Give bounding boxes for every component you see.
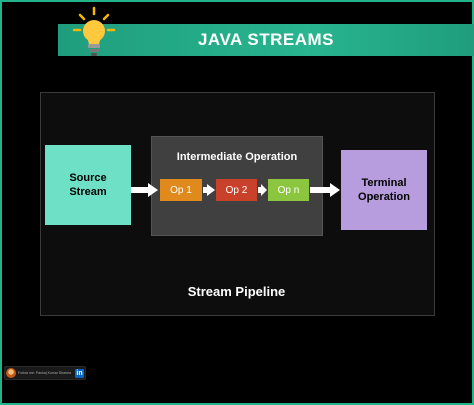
page-title: JAVA STREAMS (197, 30, 335, 49)
source-line-2: Stream (69, 186, 107, 198)
terminal-line-2: Operation (358, 191, 410, 203)
terminal-line-1: Terminal (361, 177, 407, 189)
title-banner: JAVA STREAMS (58, 24, 474, 56)
credit-text: Follow me: Pankaj Kumar Sharma (18, 371, 72, 375)
op-1-box: Op 1 (160, 179, 202, 201)
stream-pipeline-label: Stream Pipeline (187, 284, 286, 299)
source-stream-box: Source Stream (45, 145, 131, 225)
op-n-box: Op n (268, 179, 309, 201)
linkedin-icon[interactable]: in (75, 368, 84, 378)
lightbulb-icon (72, 6, 116, 56)
terminal-operation-box: Terminal Operation (341, 150, 427, 230)
op-2-box: Op 2 (216, 179, 257, 201)
avatar (6, 368, 16, 378)
intermediate-operation-title: Intermediate Operation (176, 151, 298, 163)
source-line-1: Source (69, 172, 107, 184)
author-credit-badge[interactable]: Follow me: Pankaj Kumar Sharma in (4, 366, 86, 380)
